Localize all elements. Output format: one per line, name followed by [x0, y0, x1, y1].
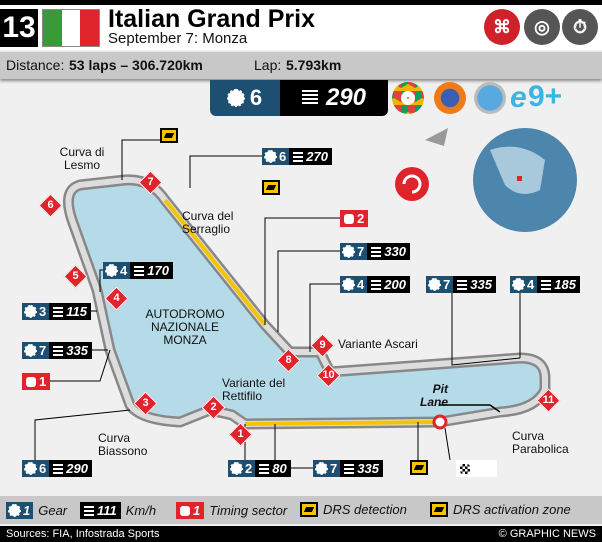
- chrome-icon: [392, 82, 424, 114]
- drs-zone-icon: [430, 502, 448, 517]
- circuit-icon[interactable]: ⌘: [484, 9, 520, 45]
- drs-detection-icon: [410, 460, 428, 475]
- legend-drs-detection: DRS detection: [323, 502, 407, 517]
- gear-icon: [226, 89, 245, 107]
- speed-icon: [301, 90, 318, 106]
- lap-label: Lap:: [254, 57, 282, 73]
- track-map: [34, 128, 577, 469]
- circuit-name: AUTODROMO NAZIONALE MONZA: [145, 307, 225, 347]
- distance-label: Distance:: [6, 57, 65, 73]
- safari-icon: [474, 82, 506, 114]
- label-lesmo: Curva di Lesmo: [59, 145, 105, 172]
- label-serraglio: Curva del Serraglio: [182, 209, 234, 236]
- legend-sector-num: 1: [193, 503, 201, 518]
- subtitle: September 7: Monza: [108, 30, 248, 47]
- drs-zone-back-straight: [163, 198, 267, 327]
- distance-value: 53 laps – 306.720km: [69, 57, 203, 73]
- ie-version: 9+: [528, 80, 563, 113]
- label-ascari: Variante Ascari: [338, 337, 418, 351]
- location-marker: [517, 176, 522, 181]
- globe-land: [490, 146, 545, 194]
- lap-value: 5.793km: [286, 57, 342, 73]
- round-number: 13: [0, 9, 38, 47]
- legend-sector: Timing sector: [209, 503, 288, 518]
- top-speed-panel: 6 290: [210, 80, 388, 116]
- timing-sector-1: 1: [22, 373, 51, 390]
- firefox-icon: [434, 82, 466, 114]
- drs-detection-icon: [160, 128, 178, 143]
- label-biassono: Curva Biassono: [98, 431, 148, 458]
- drs-detection-icon: [300, 502, 318, 517]
- drs-detection-icon: [262, 180, 280, 195]
- legend-speed-num: 111: [97, 503, 117, 518]
- legend-gear: Gear: [38, 503, 68, 518]
- ie-icon: e: [510, 81, 527, 114]
- broadcast-icon[interactable]: ◎: [524, 9, 560, 45]
- timing-sector-3: 3: [456, 460, 498, 477]
- label-parabolica: Curva Parabolica: [512, 429, 569, 456]
- legend: 1 Gear 111 Km/h 1 Timing sector DRS detecti…: [0, 496, 602, 524]
- label-rettifilo: Variante del Rettifilo: [222, 376, 286, 403]
- italy-flag: [42, 9, 100, 47]
- label-pit-lane: Pit Lane: [419, 382, 448, 409]
- globe-pointer: [425, 128, 448, 146]
- sources: Sources: FIA, Infostrada Sports: [6, 528, 160, 540]
- pit-lane: [440, 404, 501, 413]
- page-title: Italian Grand Prix: [108, 5, 316, 33]
- direction-icon: [395, 167, 429, 201]
- drs-zone-main-straight: [244, 420, 441, 426]
- info-bar: Distance: 53 laps – 306.720km Lap: 5.793…: [0, 52, 602, 79]
- legend-gear-num: 1: [23, 503, 31, 518]
- top-bar: [0, 0, 602, 5]
- legend-speed: Km/h: [125, 503, 157, 518]
- credit: © GRAPHIC NEWS: [498, 528, 596, 540]
- timing-sector-2: 2: [340, 210, 369, 227]
- top-speed: 290: [325, 84, 367, 111]
- footer: Sources: FIA, Infostrada Sports © GRAPHI…: [0, 526, 602, 542]
- top-gear: 6: [249, 85, 263, 110]
- track-outline: [62, 174, 551, 430]
- stopwatch-icon[interactable]: ⏱: [562, 9, 598, 45]
- legend-drs-zone: DRS activation zone: [453, 502, 571, 517]
- start-finish-marker: [432, 414, 448, 430]
